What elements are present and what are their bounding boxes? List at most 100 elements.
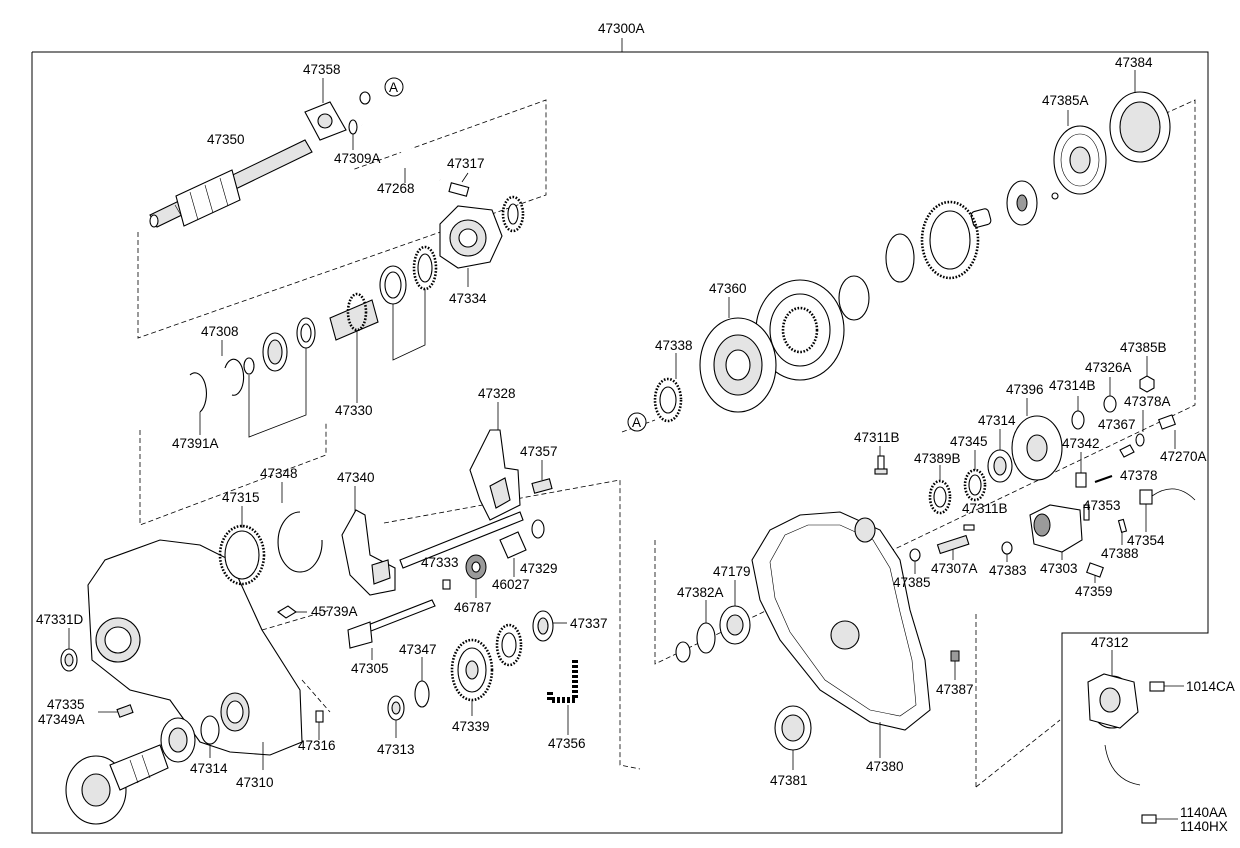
label-47358: 47358 [303,62,341,77]
label-45739A: 45739A [311,604,358,619]
lock-plate [970,208,992,228]
detent-46027 [499,531,527,559]
snap-ring-47348 [277,511,323,573]
seal-47331D [60,648,78,672]
label-47311B-top: 47311B [854,430,900,445]
label-47340: 47340 [337,470,375,485]
sprocket [920,200,980,280]
gear-47389B [928,479,952,515]
label-1140HX: 1140HX [1180,819,1228,834]
breather-47335 [116,704,134,718]
label-47305: 47305 [351,661,389,676]
washer-47383 [1001,541,1013,555]
seal-46787 [465,554,487,580]
label-47337: 47337 [570,616,608,631]
washer-47326A [1103,395,1117,413]
bearing-47313 [387,695,405,721]
main-shaft-47350 [149,139,313,228]
label-47314-right: 47314 [978,413,1016,428]
gear-47330-stack [296,245,438,349]
label-47388: 47388 [1101,546,1139,561]
label-47381: 47381 [770,773,808,788]
label-47339: 47339 [452,719,490,734]
shift-fork-47340 [341,509,396,596]
breather-hose-47268 [361,122,442,183]
label-47314B: 47314B [1049,378,1096,393]
bearing-47381 [774,705,812,751]
bracket-47342 [1075,472,1087,488]
label-47315: 47315 [222,490,260,505]
label-1140AA: 1140AA [1180,805,1227,820]
label-47329: 47329 [520,561,558,576]
label-46787: 46787 [454,600,492,615]
label-47350: 47350 [207,132,245,147]
label-47385A: 47385A [1042,93,1089,108]
bolt-47311B-mid [963,524,975,531]
seal-47314-right [987,449,1013,483]
label-47356: 47356 [548,736,586,751]
label-47309A: 47309A [334,151,381,166]
part-labels: 47358 47350 47309A 47268 47317 47334 473… [36,55,1235,834]
bolt-47388 [1117,518,1128,533]
label-47314-left: 47314 [190,761,228,776]
label-47316: 47316 [298,738,336,753]
label-47307A: 47307A [931,561,978,576]
gear-47337 [495,610,554,667]
label-47334: 47334 [449,291,487,306]
label-47338: 47338 [655,338,693,353]
label-47268: 47268 [377,181,415,196]
label-47328: 47328 [478,386,516,401]
label-47383: 47383 [989,563,1027,578]
label-47389B: 47389B [914,451,961,466]
planetary-carrier-47334 [439,195,525,269]
bolt-1140AA [1141,814,1157,824]
actuator-47303 [1029,504,1083,553]
label-47382A: 47382A [677,585,724,600]
label-47391A: 47391A [172,436,219,451]
label-47353: 47353 [1083,498,1121,513]
assembly-frame [31,38,1209,834]
drive-chain-47356 [547,660,578,703]
label-47342: 47342 [1062,436,1100,451]
assembly-label: 47300A [598,21,645,36]
label-47317: 47317 [447,156,485,171]
bolt-47353 [1083,504,1090,521]
bearing-47179 [719,605,751,645]
nut-47385B [1139,375,1155,393]
label-47330: 47330 [335,403,373,418]
shift-fork-47328 [469,429,521,521]
flange-47396 [1011,415,1063,481]
bolt-1014CA [1149,681,1165,692]
thrust-washer [1006,180,1059,226]
label-47308: 47308 [201,324,239,339]
label-47311B-mid: 47311B [962,501,1008,516]
clutch-hub-47360 [699,279,845,413]
sensor-47270A [1158,414,1176,430]
label-47384: 47384 [1115,55,1153,70]
label-47378: 47378 [1120,468,1158,483]
snap-rings-47391A [189,358,245,413]
washer-47329 [531,519,545,539]
label-1014CA: 1014CA [1186,679,1235,694]
label-47359: 47359 [1075,584,1113,599]
label-47354: 47354 [1127,533,1165,548]
snap-ring-47382A [675,622,716,663]
label-47312: 47312 [1091,635,1129,650]
label-47303: 47303 [1040,561,1078,576]
transfer-case-housing-47310 [87,539,303,756]
reference-marker-a-mid: A [627,412,647,432]
reference-marker-a-top: A [384,77,404,97]
gear-47339 [450,638,494,702]
pin-47307A [936,534,970,555]
ring-a [359,91,371,105]
bearing-47384 [1109,91,1171,163]
snap-ring-47309A [348,119,358,135]
nut-47385 [909,548,921,562]
flange-47358 [304,101,347,141]
label-47313: 47313 [377,742,415,757]
label-47387: 47387 [936,682,974,697]
snap-ring-47347 [414,680,430,708]
label-47380: 47380 [866,759,904,774]
label-47396: 47396 [1006,382,1044,397]
